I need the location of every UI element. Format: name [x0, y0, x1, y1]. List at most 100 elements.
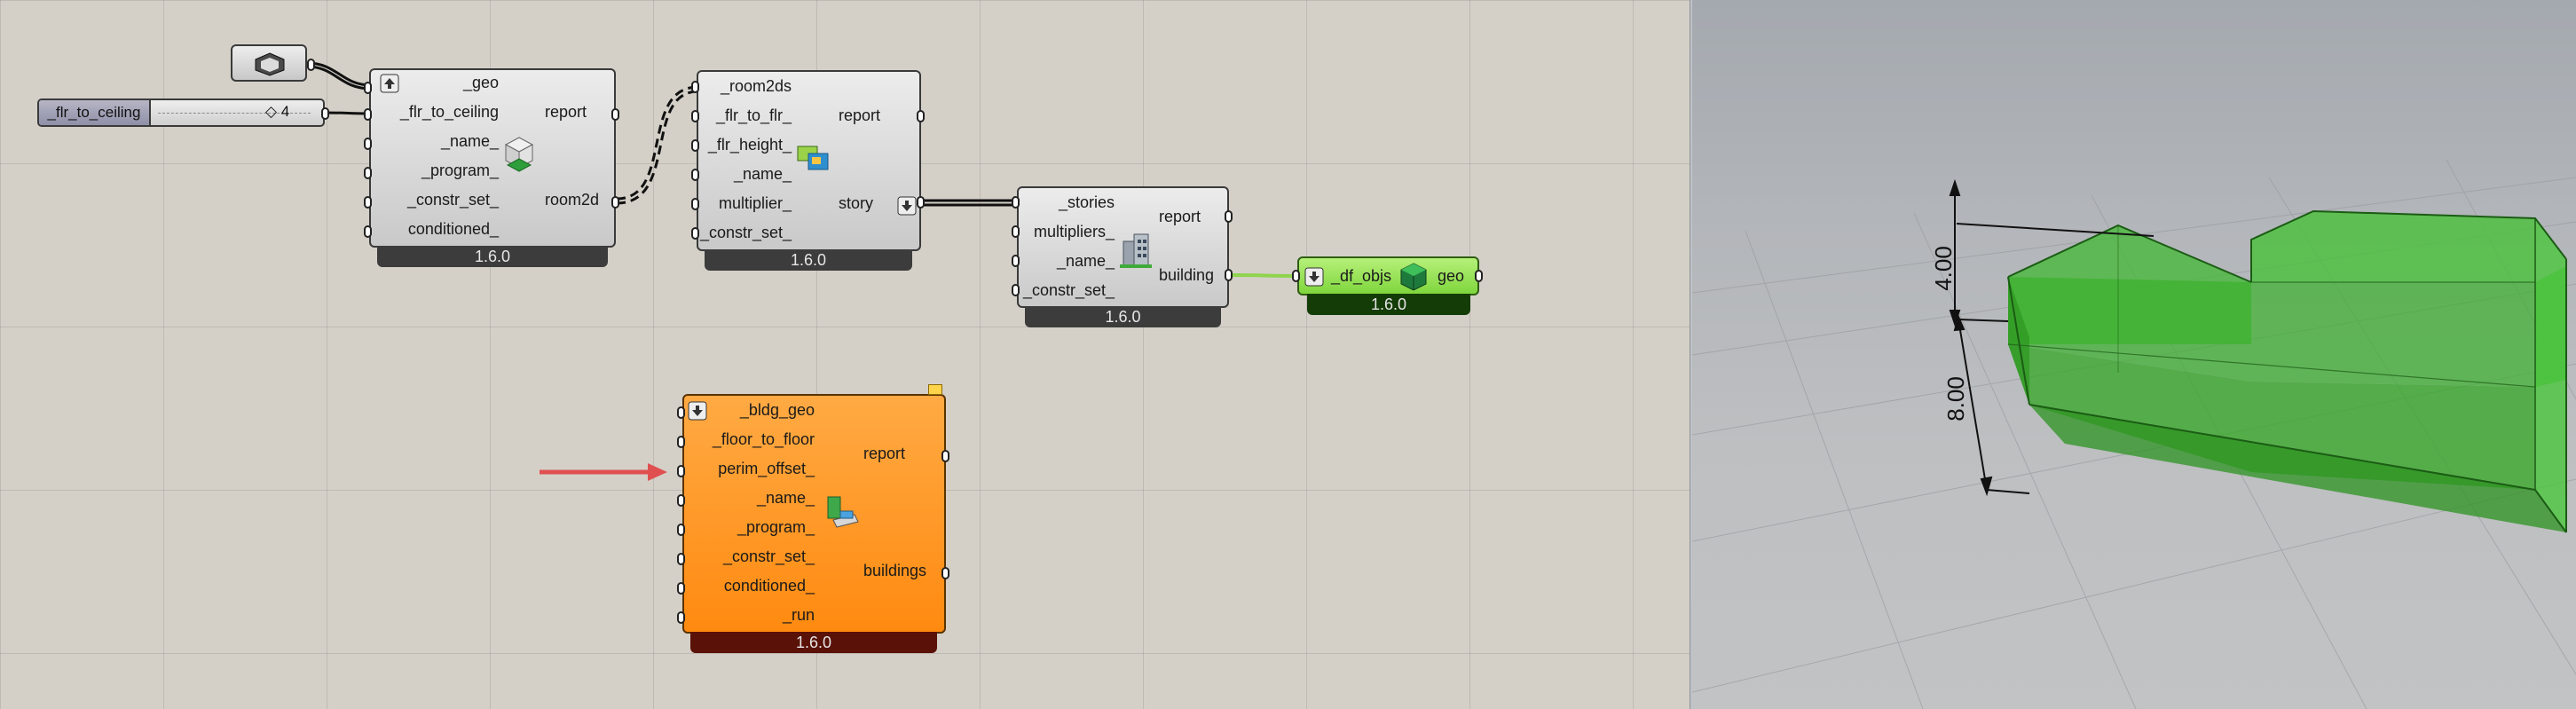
input-room2ds: _room2ds — [720, 77, 792, 95]
building-mass — [2007, 209, 2567, 533]
output-buildings: buildings — [863, 562, 927, 579]
expand-icon[interactable] — [380, 74, 399, 93]
building-component[interactable]: _stories multipliers_ _name_ _constr_set… — [1017, 186, 1229, 308]
port-building-out-1[interactable] — [1225, 269, 1233, 281]
slider-name: _flr_to_ceiling — [39, 100, 151, 125]
port-story-out-1[interactable] — [917, 196, 925, 209]
visualize-icon — [1400, 263, 1427, 291]
port-room2d-in-3[interactable] — [364, 167, 372, 179]
building-version: 1.6.0 — [1025, 306, 1221, 327]
output-geo: geo — [1438, 267, 1465, 285]
input-name: _name_ — [756, 489, 815, 507]
port-building-in-3[interactable] — [1012, 284, 1020, 296]
port-story-in-2[interactable] — [691, 139, 699, 152]
port-slider-out[interactable] — [321, 107, 329, 120]
input-conditioned: conditioned_ — [723, 577, 815, 595]
story-version: 1.6.0 — [705, 249, 912, 271]
geometry-param[interactable] — [231, 44, 307, 82]
input-constr-set: _constr_set_ — [699, 224, 792, 241]
input-run: _run — [782, 606, 815, 624]
building-from-solid-version: 1.6.0 — [690, 632, 937, 653]
port-story-in-5[interactable] — [691, 227, 699, 240]
input-multiplier: multiplier_ — [718, 194, 792, 212]
story-icon — [797, 146, 829, 170]
collapse-icon[interactable] — [1304, 267, 1324, 287]
port-solid-out-0[interactable] — [941, 450, 949, 462]
port-story-in-4[interactable] — [691, 198, 699, 210]
input-conditioned: conditioned_ — [407, 220, 499, 238]
port-room2d-in-0[interactable] — [364, 82, 372, 94]
port-room2d-out-0[interactable] — [611, 108, 619, 121]
room2d-version: 1.6.0 — [377, 246, 608, 267]
port-building-in-2[interactable] — [1012, 255, 1020, 267]
rhino-viewport[interactable]: 4.00 8.00 — [1692, 0, 2576, 709]
input-floor-to-floor: _floor_to_floor — [712, 430, 815, 448]
port-geometry-param-out[interactable] — [307, 59, 315, 71]
port-room2d-in-5[interactable] — [364, 225, 372, 238]
dimension-label-top: 4.00 — [1929, 246, 1957, 291]
port-solid-in-1[interactable] — [677, 436, 685, 448]
room-icon — [504, 137, 534, 172]
input-program: _program_ — [421, 161, 499, 179]
port-story-in-0[interactable] — [691, 81, 699, 93]
slider-track[interactable] — [158, 113, 311, 114]
input-flr-to-ceiling: _flr_to_ceiling — [399, 103, 499, 121]
input-constr-set: _constr_set_ — [406, 191, 499, 209]
input-name: _name_ — [440, 132, 499, 150]
panel-splitter[interactable] — [1690, 0, 1694, 709]
output-report: report — [1159, 208, 1201, 225]
grasshopper-canvas[interactable]: _flr_to_ceiling ◇ 4 _geo _flr_to_ceiling… — [0, 0, 1692, 709]
input-constr-set: _constr_set_ — [722, 548, 815, 565]
input-name: _name_ — [1056, 252, 1115, 270]
input-df-objs: _df_objs — [1331, 267, 1392, 285]
perspective-scene — [1692, 159, 2576, 709]
port-solid-in-3[interactable] — [677, 494, 685, 507]
port-room2d-out-1[interactable] — [611, 196, 619, 209]
output-report: report — [863, 445, 906, 462]
port-building-in-0[interactable] — [1012, 196, 1020, 209]
port-solid-in-5[interactable] — [677, 553, 685, 565]
room2d-component[interactable]: _geo _flr_to_ceiling _name_ _program_ _c… — [369, 68, 616, 248]
input-stories: _stories — [1058, 193, 1115, 211]
port-solid-in-7[interactable] — [677, 611, 685, 624]
port-solid-in-6[interactable] — [677, 582, 685, 595]
port-building-in-1[interactable] — [1012, 225, 1020, 238]
solid-building-icon — [827, 496, 859, 528]
port-solid-in-0[interactable] — [677, 406, 685, 419]
port-room2d-in-4[interactable] — [364, 196, 372, 209]
dimension-label-bottom: 8.00 — [1942, 376, 1969, 421]
input-multipliers: multipliers_ — [1033, 223, 1115, 240]
input-perim-offset: perim_offset_ — [718, 460, 815, 477]
flr-to-ceiling-slider[interactable]: _flr_to_ceiling ◇ 4 — [37, 98, 325, 127]
output-report: report — [545, 103, 587, 121]
output-room2d: room2d — [545, 191, 600, 209]
input-bldg-geo: _bldg_geo — [739, 401, 815, 419]
port-solid-in-2[interactable] — [677, 465, 685, 477]
port-room2d-in-1[interactable] — [364, 108, 372, 121]
output-building: building — [1159, 266, 1215, 284]
port-story-in-1[interactable] — [691, 110, 699, 122]
collapse-icon[interactable] — [897, 196, 917, 216]
port-visualize-in-0[interactable] — [1292, 270, 1300, 282]
output-report: report — [839, 106, 881, 124]
collapse-icon[interactable] — [688, 401, 707, 421]
port-building-out-0[interactable] — [1225, 210, 1233, 223]
port-story-out-0[interactable] — [917, 110, 925, 122]
visualize-version: 1.6.0 — [1307, 294, 1470, 315]
input-flr-height: _flr_height_ — [707, 136, 792, 154]
pointer-arrow-icon — [540, 463, 667, 481]
input-constr-set: _constr_set_ — [1022, 281, 1115, 299]
output-story: story — [839, 194, 874, 212]
warning-flag — [928, 384, 942, 395]
building-icon — [1120, 233, 1152, 268]
port-story-in-3[interactable] — [691, 169, 699, 181]
visualize-component[interactable]: _df_objs geo — [1297, 256, 1479, 295]
port-visualize-out-0[interactable] — [1475, 270, 1483, 282]
port-solid-in-4[interactable] — [677, 524, 685, 536]
port-room2d-in-2[interactable] — [364, 138, 372, 150]
dimension-lines — [1949, 178, 2155, 497]
geometry-param-icon — [255, 52, 285, 76]
building-from-solid-component[interactable]: _bldg_geo _floor_to_floor perim_offset_ … — [682, 394, 946, 634]
story-component[interactable]: _room2ds _flr_to_flr_ _flr_height_ _name… — [697, 70, 921, 251]
port-solid-out-1[interactable] — [941, 567, 949, 579]
